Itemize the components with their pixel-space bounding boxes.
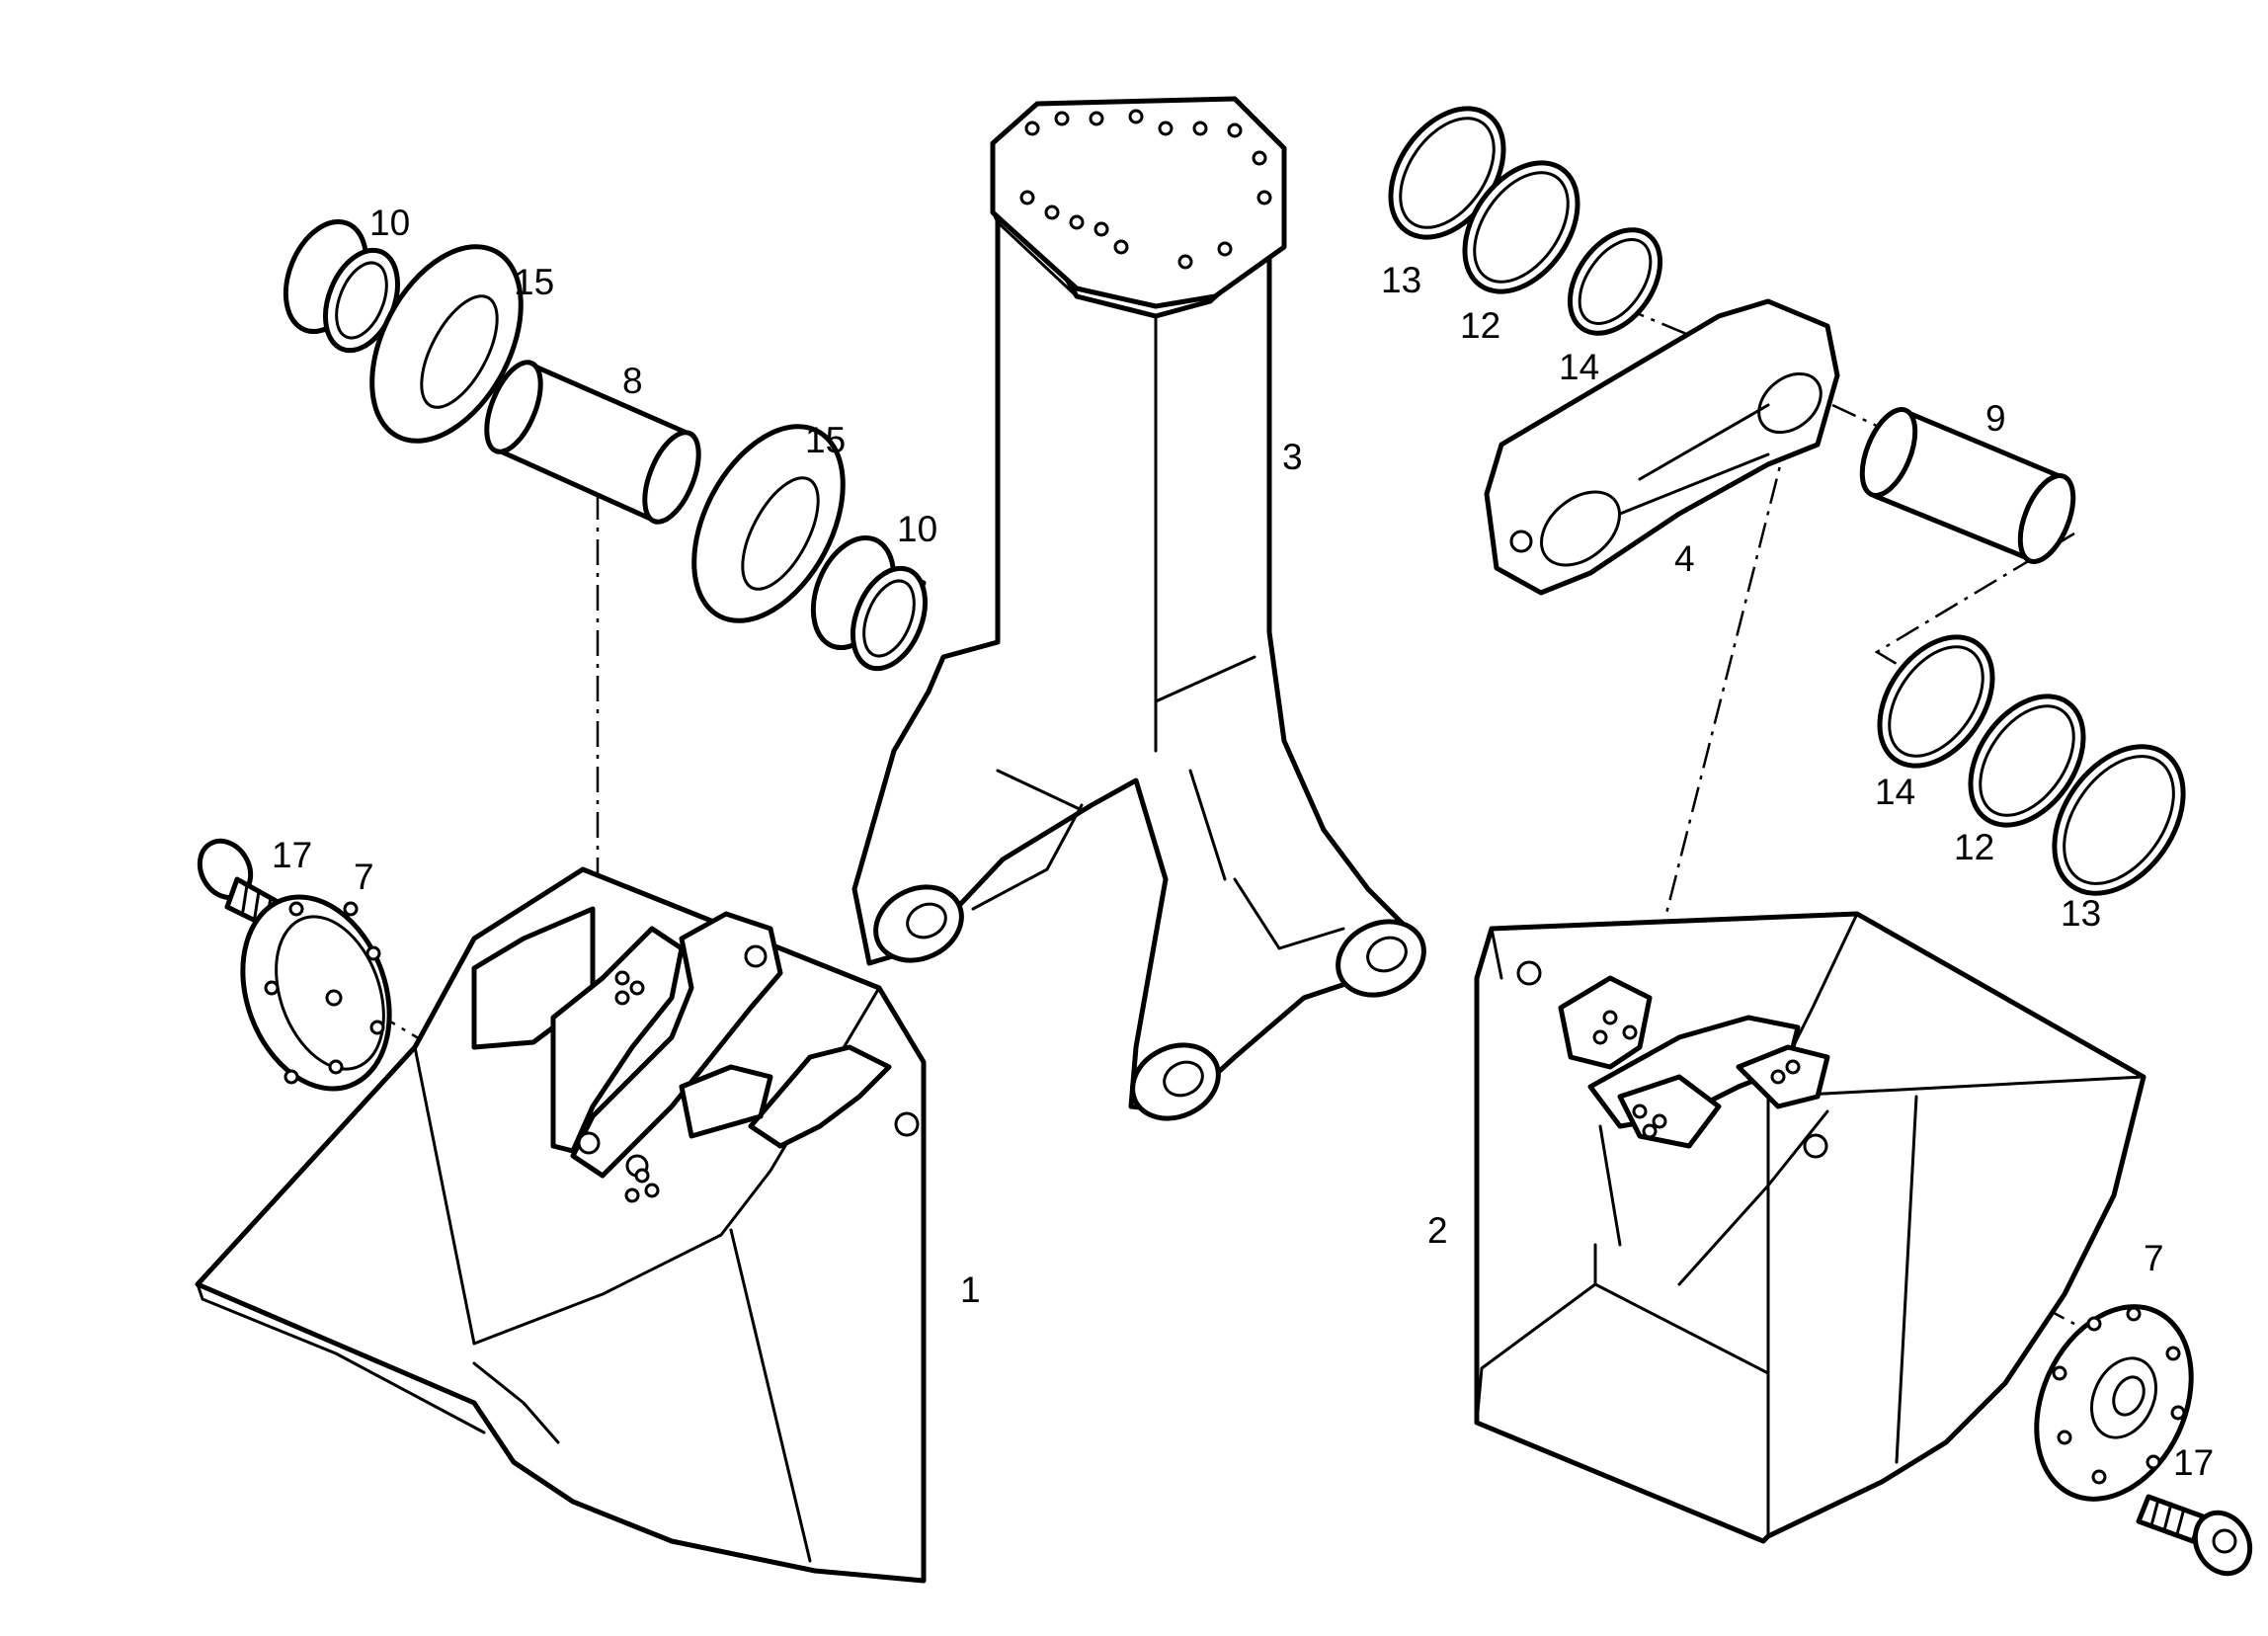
- part-12-ring-upper: [1462, 160, 1580, 294]
- part-17-bolt-lower: [2136, 1494, 2253, 1577]
- part-4-link-arm: [1484, 298, 1840, 596]
- part-13-ring-upper: [1388, 106, 1506, 240]
- part-9-pin: [1859, 407, 2076, 564]
- callout-2: 2: [1427, 1210, 1448, 1251]
- part-1-bucket-left: [195, 866, 927, 1584]
- part-7-flange-lower: [2034, 1304, 2194, 1502]
- callout-7-upper: 7: [354, 857, 374, 897]
- callout-12-upper: 12: [1460, 305, 1500, 346]
- callout-10-upper: 10: [369, 203, 410, 243]
- fork-eye-bottom: [1130, 1042, 1221, 1121]
- callout-9: 9: [1985, 398, 2006, 439]
- callout-12-lower: 12: [1954, 827, 1994, 867]
- callout-7-lower: 7: [2144, 1238, 2164, 1278]
- callout-14-upper: 14: [1559, 347, 1599, 387]
- part-8-pin: [484, 360, 701, 525]
- callout-14-lower: 14: [1875, 772, 1915, 812]
- fork-eye-left: [873, 884, 964, 963]
- part-10-bushing-upper: [283, 218, 400, 354]
- callout-15-upper: 15: [514, 262, 554, 302]
- callout-4: 4: [1674, 538, 1695, 579]
- callout-13-upper: 13: [1381, 260, 1421, 300]
- part-14-ring-upper: [1567, 227, 1663, 336]
- callout-labels: 10 15 8 15 10 3 13 12 14 9 4 14 12 13 17…: [272, 203, 2214, 1483]
- callout-3: 3: [1282, 437, 1303, 477]
- callout-10-lower: 10: [897, 509, 937, 549]
- callout-17-lower: 17: [2173, 1442, 2214, 1483]
- callout-1: 1: [960, 1269, 981, 1310]
- part-10-bushing-lower: [810, 534, 928, 672]
- part-13-ring-lower: [2052, 744, 2186, 896]
- part-15-washer-upper: [369, 244, 524, 444]
- callout-15-lower: 15: [805, 420, 846, 460]
- callout-8: 8: [622, 361, 643, 401]
- part-2-bucket-right: [1474, 911, 2146, 1544]
- fork-eye-right: [1336, 919, 1426, 998]
- top-plate-bolts: [1019, 109, 1272, 270]
- part-14-ring-lower: [1877, 634, 1995, 769]
- part-15-washer-lower: [691, 424, 846, 623]
- part-3-stick-arm: [851, 96, 1426, 1121]
- part-7-flange-upper: [240, 894, 392, 1092]
- callout-17-upper: 17: [272, 835, 312, 875]
- callout-13-lower: 13: [2061, 893, 2101, 934]
- part-12-ring-lower: [1968, 694, 2086, 828]
